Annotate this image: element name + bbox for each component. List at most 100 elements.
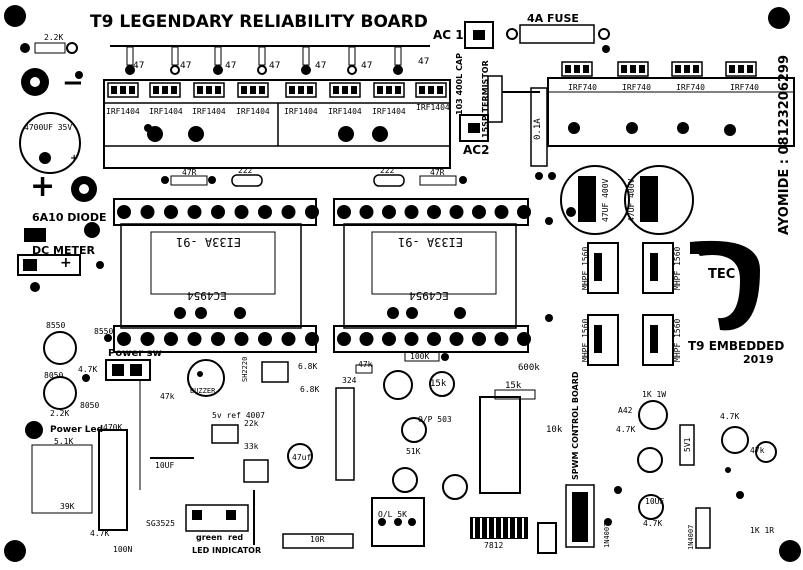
mosfet-label: IRF1404: [372, 107, 406, 116]
fuse-value-label: 0.1A: [533, 118, 543, 140]
mosfet-pin: [162, 86, 168, 94]
vref-label: 5v ref 4007: [212, 411, 265, 420]
brand-label: T9 EMBEDDED: [688, 339, 785, 353]
ic-label: SH2220: [241, 356, 249, 382]
resistor-label: 100K: [410, 352, 430, 361]
mosfet-pin: [171, 86, 177, 94]
mosfet-pin: [111, 86, 117, 94]
resistor-label: 4.7K: [78, 365, 98, 374]
fuse-label: 4A FUSE: [527, 12, 579, 25]
resistor-label: 4.7K: [90, 529, 110, 538]
mosfet-pin: [386, 86, 392, 94]
ac-input-area: [459, 21, 795, 180]
power-led-label: Power Led: [50, 425, 104, 435]
transformer-pad: [472, 332, 486, 346]
resistor-label: 10k: [546, 425, 563, 435]
rectifier-label: MHPF 1560: [581, 318, 590, 362]
zener-label: 5V1: [683, 437, 692, 452]
resistor-label: 47k: [358, 360, 373, 369]
cap-label: 222: [380, 166, 395, 175]
resistor-label: 4.7K: [720, 412, 740, 421]
mosfet-pin: [621, 65, 627, 73]
cap-label: 10UF: [155, 461, 175, 470]
mosfet-pin: [342, 86, 348, 94]
transformer-left: [113, 174, 319, 353]
mosfet-pin: [197, 86, 203, 94]
resistor-label: 47k: [750, 446, 765, 455]
xfmr-core-label: EI33A -91: [398, 235, 464, 249]
resistor-label: 15k: [430, 379, 447, 389]
tec-logo: [690, 240, 760, 331]
transformer-pad: [427, 332, 441, 346]
plus-sign: +: [30, 169, 56, 204]
mosfet-pin: [215, 86, 221, 94]
plus-sign: +: [60, 255, 72, 271]
mosfet-pin: [351, 86, 357, 94]
resistor-label: 6.8K: [300, 385, 320, 394]
gate-res-label: 47: [418, 57, 430, 67]
resistor-label: 4.7K: [616, 425, 636, 434]
transformer-pad: [305, 332, 319, 346]
mosfet-pin: [693, 65, 699, 73]
mosfet-pin: [153, 86, 159, 94]
transformer-pad: [164, 332, 178, 346]
gate-res-label: 47: [315, 61, 327, 71]
mosfet-pin: [437, 86, 443, 94]
gate-pad: [213, 65, 223, 75]
transformer-pad: [359, 205, 374, 219]
mosfet-label: IRF1404: [328, 107, 362, 116]
resistor-label: 2.2K: [44, 33, 64, 42]
cap-label: 47UF 400V: [601, 178, 610, 222]
led-red-label: red: [228, 533, 244, 542]
mosfet-pin: [574, 65, 580, 73]
mosfet-pin: [129, 86, 135, 94]
resistor-label: 33k: [244, 442, 259, 451]
spwm-label: SPWM CONTROL BOARD: [571, 371, 580, 480]
gate-pad: [257, 65, 267, 75]
resistor-label: 4.7K: [643, 519, 663, 528]
cap-4700-label: 4700UF 35V: [24, 123, 73, 132]
mosfet-label: IRF740: [676, 83, 705, 92]
mosfet-pin: [377, 86, 383, 94]
buzzer-label: BUZZER: [190, 387, 216, 395]
gate-resistor: [258, 46, 266, 66]
rectifier-label: MHPF 1560: [673, 246, 682, 290]
resistor-label: 47R: [182, 168, 197, 177]
mosfet-pin: [684, 65, 690, 73]
ic-label: 7812: [484, 541, 504, 550]
transformer-pad: [281, 332, 296, 346]
transformer-pad: [258, 205, 272, 219]
transistor-label: 8050: [44, 371, 64, 380]
led-green-label: green: [196, 533, 223, 542]
mosfet-label: IRF1404: [284, 107, 318, 116]
xfmr-core-label: EI33A -91: [176, 235, 242, 249]
gate-resistor: [394, 46, 402, 66]
transformer-pad: [337, 332, 351, 346]
transformer-pad: [382, 205, 396, 219]
mosfet-pin: [395, 86, 401, 94]
transformer-pad: [449, 205, 464, 219]
transistor-label: 8550: [94, 327, 114, 336]
transformer-pad: [211, 332, 225, 346]
xfmr-part-label: EC4954: [409, 289, 449, 302]
mosfet-pin: [241, 86, 247, 94]
resistor-label: 10R: [310, 535, 325, 544]
phone-label: AYOMIDE : 08123206299: [777, 54, 792, 235]
mosfet-label: IRF740: [622, 83, 651, 92]
transformer-pad: [187, 332, 202, 346]
rectifier-label: MHPF 1560: [673, 318, 682, 362]
mosfet-bank-left: [103, 79, 451, 169]
transformer-pad: [211, 205, 225, 219]
board-title: T9 LEGENDARY RELIABILITY BOARD: [90, 12, 428, 32]
resistor-label: 47k: [160, 392, 175, 401]
transformer-pad: [187, 205, 202, 219]
gate-res-label: 47: [133, 61, 145, 71]
diode-label: 6A10 DIODE: [32, 211, 107, 224]
mosfet-label: IRF1404: [416, 103, 450, 112]
transistor-label: 8050: [80, 401, 100, 410]
mosfet-pin: [298, 86, 304, 94]
resistor-label: 15k: [505, 381, 522, 391]
resistor-label: 470K: [103, 423, 123, 432]
gate-res-label: 47: [180, 61, 192, 71]
ac2-label: AC2: [463, 143, 490, 157]
